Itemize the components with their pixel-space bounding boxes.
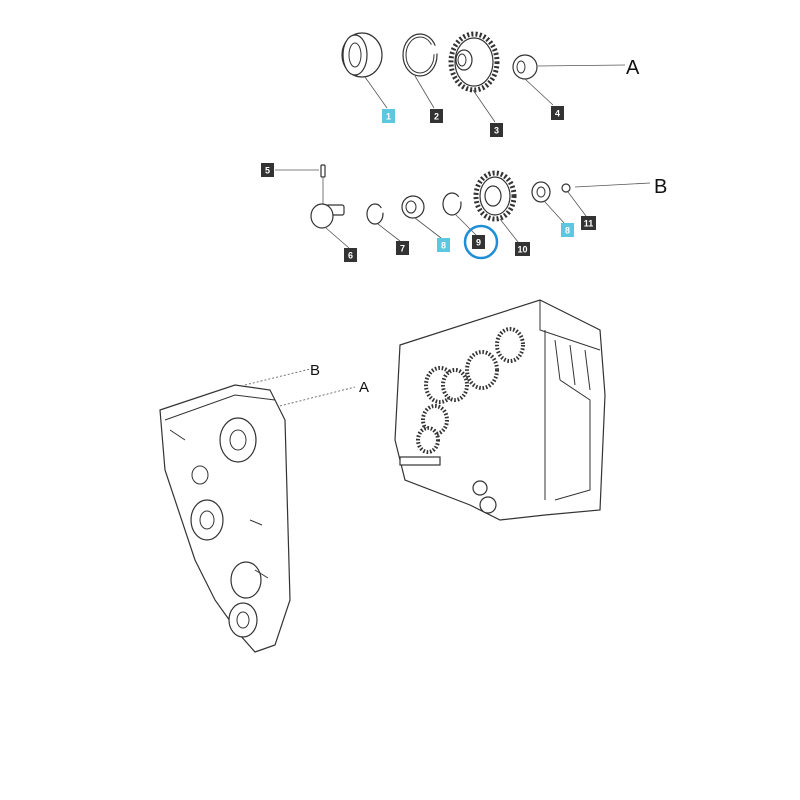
bearing-part-8b[interactable] [531, 181, 551, 203]
svg-text:8: 8 [565, 226, 570, 236]
callout-2[interactable]: 2 [430, 109, 443, 123]
gear-part-3[interactable] [448, 31, 500, 93]
selection-ring [463, 224, 499, 260]
reference-letter-b: B [654, 176, 667, 198]
gear-part-10[interactable] [473, 170, 517, 222]
svg-text:6: 6 [348, 251, 353, 261]
snap-ring-part-2[interactable] [402, 33, 438, 77]
reference-letter-a-housing: A [359, 379, 369, 396]
gear-cluster [399, 327, 525, 514]
bearing-part-8a[interactable] [401, 195, 425, 219]
snap-ring-part-9[interactable] [442, 192, 462, 216]
shaft-part-6[interactable] [310, 203, 345, 229]
svg-text:5: 5 [265, 166, 270, 176]
front-cover-housing[interactable] [159, 384, 291, 653]
reference-letter-a: A [626, 57, 640, 79]
callout-3[interactable]: 3 [490, 123, 503, 137]
washer-part-4[interactable] [512, 54, 538, 80]
svg-text:1: 1 [386, 112, 391, 122]
callout-6[interactable]: 6 [344, 248, 357, 262]
transmission-case-housing[interactable] [394, 299, 606, 521]
svg-text:11: 11 [584, 219, 594, 229]
callout-11[interactable]: 11 [581, 216, 596, 230]
snap-ring-part-7[interactable] [366, 203, 384, 225]
svg-text:8: 8 [441, 241, 446, 251]
svg-text:7: 7 [400, 244, 405, 254]
callout-8b[interactable]: 8 [561, 223, 574, 237]
svg-text:3: 3 [494, 126, 499, 136]
callout-10[interactable]: 10 [515, 242, 530, 256]
callout-7[interactable]: 7 [396, 241, 409, 255]
pin-part-5[interactable] [320, 164, 326, 205]
reference-letter-b-housing: B [310, 362, 320, 379]
svg-text:9: 9 [476, 238, 481, 248]
callout-1[interactable]: 1 [382, 109, 395, 123]
o-ring-part-11[interactable] [561, 183, 571, 193]
svg-text:10: 10 [517, 245, 527, 255]
callout-4[interactable]: 4 [551, 106, 564, 120]
svg-text:4: 4 [555, 109, 560, 119]
svg-text:2: 2 [434, 112, 439, 122]
callout-9[interactable]: 9 [463, 224, 499, 260]
bearing-part-1[interactable] [341, 32, 383, 78]
callout-8a[interactable]: 8 [437, 238, 450, 252]
callout-5[interactable]: 5 [261, 163, 274, 177]
